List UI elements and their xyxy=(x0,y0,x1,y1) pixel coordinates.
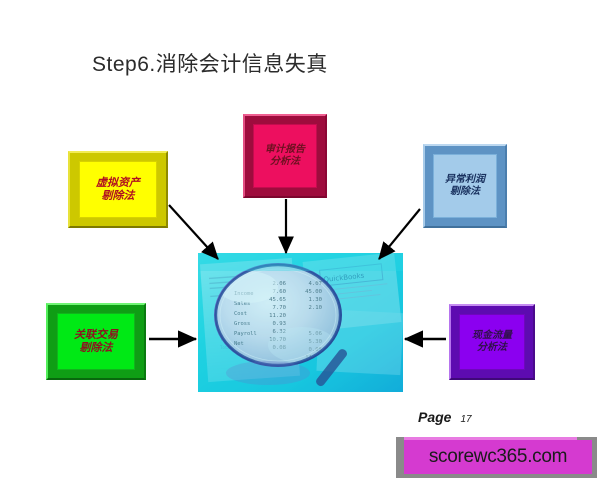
svg-text:1.30: 1.30 xyxy=(309,297,322,303)
svg-text:5.06: 5.06 xyxy=(309,331,322,337)
svg-text:0.93: 0.93 xyxy=(273,321,286,327)
svg-text:45.65: 45.65 xyxy=(269,297,286,303)
watermark-banner: scorewc365.com xyxy=(396,437,597,478)
box-label-line2: 剔除法 xyxy=(450,186,480,197)
box-audit-report[interactable]: 审计报告 分析法 xyxy=(243,114,327,198)
svg-text:Payroll: Payroll xyxy=(234,331,257,337)
page-label: Page xyxy=(418,409,452,425)
svg-text:Sales: Sales xyxy=(234,301,250,307)
box-label-line1: 关联交易 xyxy=(74,328,118,341)
page-number: 17 xyxy=(460,414,472,425)
svg-text:10.70: 10.70 xyxy=(269,337,286,343)
box-label-line1: 现金流量 xyxy=(472,330,512,342)
svg-text:2.06: 2.06 xyxy=(273,281,286,287)
svg-text:2.10: 2.10 xyxy=(309,305,322,311)
svg-text:7.70: 7.70 xyxy=(273,305,286,311)
watermark-text: scorewc365.com xyxy=(428,446,568,467)
box-virtual-assets[interactable]: 虚拟资产 剔除法 xyxy=(68,151,168,228)
box-label-line2: 剔除法 xyxy=(101,189,135,202)
box-label-line1: 审计报告 xyxy=(265,144,305,156)
box-face: 审计报告 分析法 xyxy=(253,124,317,188)
watermark-inner: scorewc365.com xyxy=(404,440,592,474)
page-title: Step6.消除会计信息失真 xyxy=(92,53,328,76)
center-image: QuickBooks AccountIncome ExpensePayroll … xyxy=(198,253,403,392)
arrow-abnormal-profit xyxy=(378,208,421,260)
svg-text:4.07: 4.07 xyxy=(309,281,322,287)
svg-text:7.60: 7.60 xyxy=(273,289,286,295)
svg-text:11.20: 11.20 xyxy=(269,313,286,319)
box-label-line2: 分析法 xyxy=(270,156,300,167)
svg-text:45.00: 45.00 xyxy=(305,289,322,295)
svg-text:5.30: 5.30 xyxy=(309,339,322,345)
box-face: 现金流量 分析法 xyxy=(459,314,525,370)
box-cash-flow[interactable]: 现金流量 分析法 xyxy=(449,304,535,380)
svg-text:Net: Net xyxy=(234,341,244,347)
box-label-line2: 剔除法 xyxy=(79,341,113,354)
box-face: 虚拟资产 剔除法 xyxy=(79,161,157,218)
box-label-line2: 分析法 xyxy=(477,342,507,353)
svg-text:Gross: Gross xyxy=(234,321,250,327)
svg-text:6.32: 6.32 xyxy=(273,329,286,335)
watermark-top-strip xyxy=(404,437,577,442)
magnifier-document-illustration: QuickBooks AccountIncome ExpensePayroll … xyxy=(198,253,403,392)
box-related-party[interactable]: 关联交易 剔除法 xyxy=(46,303,146,380)
svg-text:Cost: Cost xyxy=(234,311,247,317)
box-label-line1: 异常利润 xyxy=(445,174,485,186)
svg-text:0.08: 0.08 xyxy=(273,345,287,351)
box-label-line1: 虚拟资产 xyxy=(96,176,140,189)
box-face: 异常利润 剔除法 xyxy=(433,154,497,218)
svg-text:Total: Total xyxy=(220,345,233,350)
box-face: 关联交易 剔除法 xyxy=(57,313,135,370)
box-abnormal-profit[interactable]: 异常利润 剔除法 xyxy=(423,144,507,228)
arrow-virtual-assets xyxy=(168,204,219,260)
page-footer: Page 17 xyxy=(418,409,472,425)
